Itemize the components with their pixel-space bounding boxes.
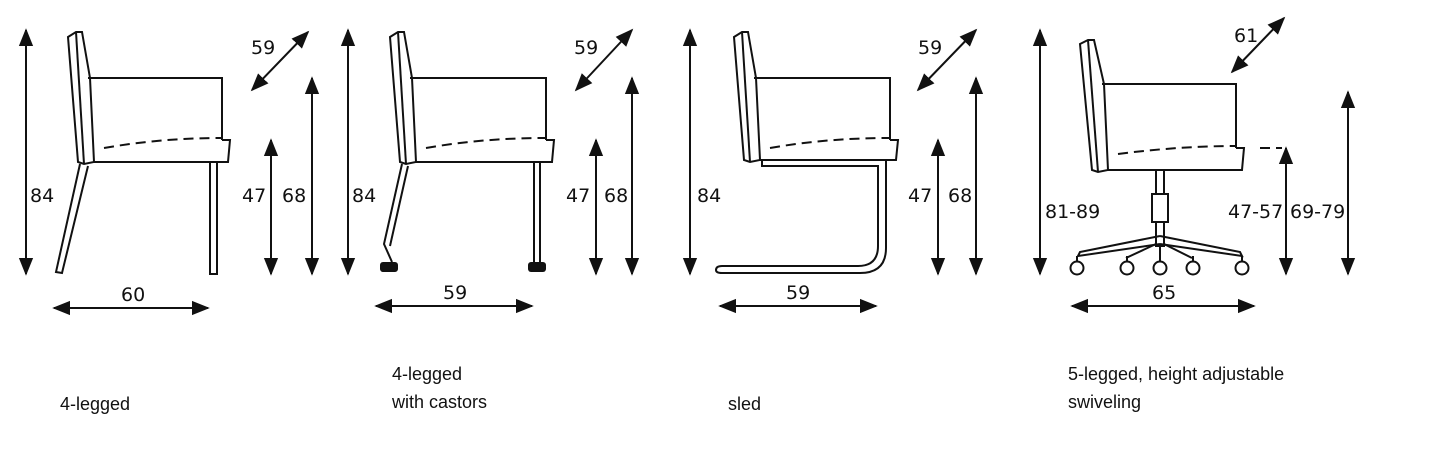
height-label: 84 (30, 185, 54, 207)
seat-height-label: 47 (566, 185, 590, 207)
arm-height-label: 69-79 (1290, 201, 1345, 223)
caption-line: swiveling (1068, 392, 1142, 412)
depth-arrow (574, 28, 634, 92)
castor (1185, 260, 1201, 276)
width-label: 59 (786, 282, 810, 304)
castor (380, 262, 398, 272)
caption-4-legged: 4-legged (60, 390, 130, 418)
castor (1069, 260, 1085, 276)
height-label: 81-89 (1045, 201, 1100, 223)
depth-arrow (250, 30, 310, 92)
castor (1119, 260, 1135, 276)
caption-5-legged-swivel: 5-legged, height adjustable swiveling (1068, 360, 1284, 416)
caption-4-legged-castors: 4-legged with castors (392, 360, 487, 416)
caption-line: 4-legged (392, 364, 463, 384)
castor (528, 262, 546, 272)
caption-sled: sled (728, 390, 761, 418)
depth-label: 61 (1234, 25, 1258, 47)
castor (1152, 260, 1168, 276)
depth-arrow (1230, 16, 1286, 74)
depth-label: 59 (918, 37, 942, 59)
arm-height-label: 68 (282, 185, 306, 207)
depth-label: 59 (574, 37, 598, 59)
chair-drawing (54, 31, 232, 275)
height-label: 84 (697, 185, 721, 207)
height-label: 84 (352, 185, 376, 207)
width-label: 65 (1152, 282, 1176, 304)
arm-height-label: 68 (604, 185, 628, 207)
seat-height-label: 47 (242, 185, 266, 207)
chair-drawing (382, 31, 556, 263)
chair-drawing (1076, 39, 1282, 262)
caption-line: 4-legged (60, 394, 131, 414)
width-label: 60 (121, 284, 145, 306)
width-label: 59 (443, 282, 467, 304)
seat-height-label: 47 (908, 185, 932, 207)
depth-arrow (916, 28, 978, 92)
castor (1234, 260, 1250, 276)
chair-4-legged-castors: 84 59 47 68 59 (340, 28, 640, 314)
chair-sled: 84 59 47 68 59 (682, 28, 984, 314)
depth-label: 59 (251, 37, 275, 59)
seat-height-label: 47-57 (1228, 201, 1283, 223)
chair-5-legged-swivel: 81-89 61 47-57 69-79 65 (1032, 16, 1356, 314)
chair-drawing (714, 31, 900, 274)
arm-height-label: 68 (948, 185, 972, 207)
caption-line: sled (728, 394, 762, 414)
caption-line: 5-legged, height adjustable (1068, 364, 1285, 384)
caption-line: with castors (392, 392, 488, 412)
chair-4-legged: 84 59 47 68 60 (18, 28, 320, 316)
